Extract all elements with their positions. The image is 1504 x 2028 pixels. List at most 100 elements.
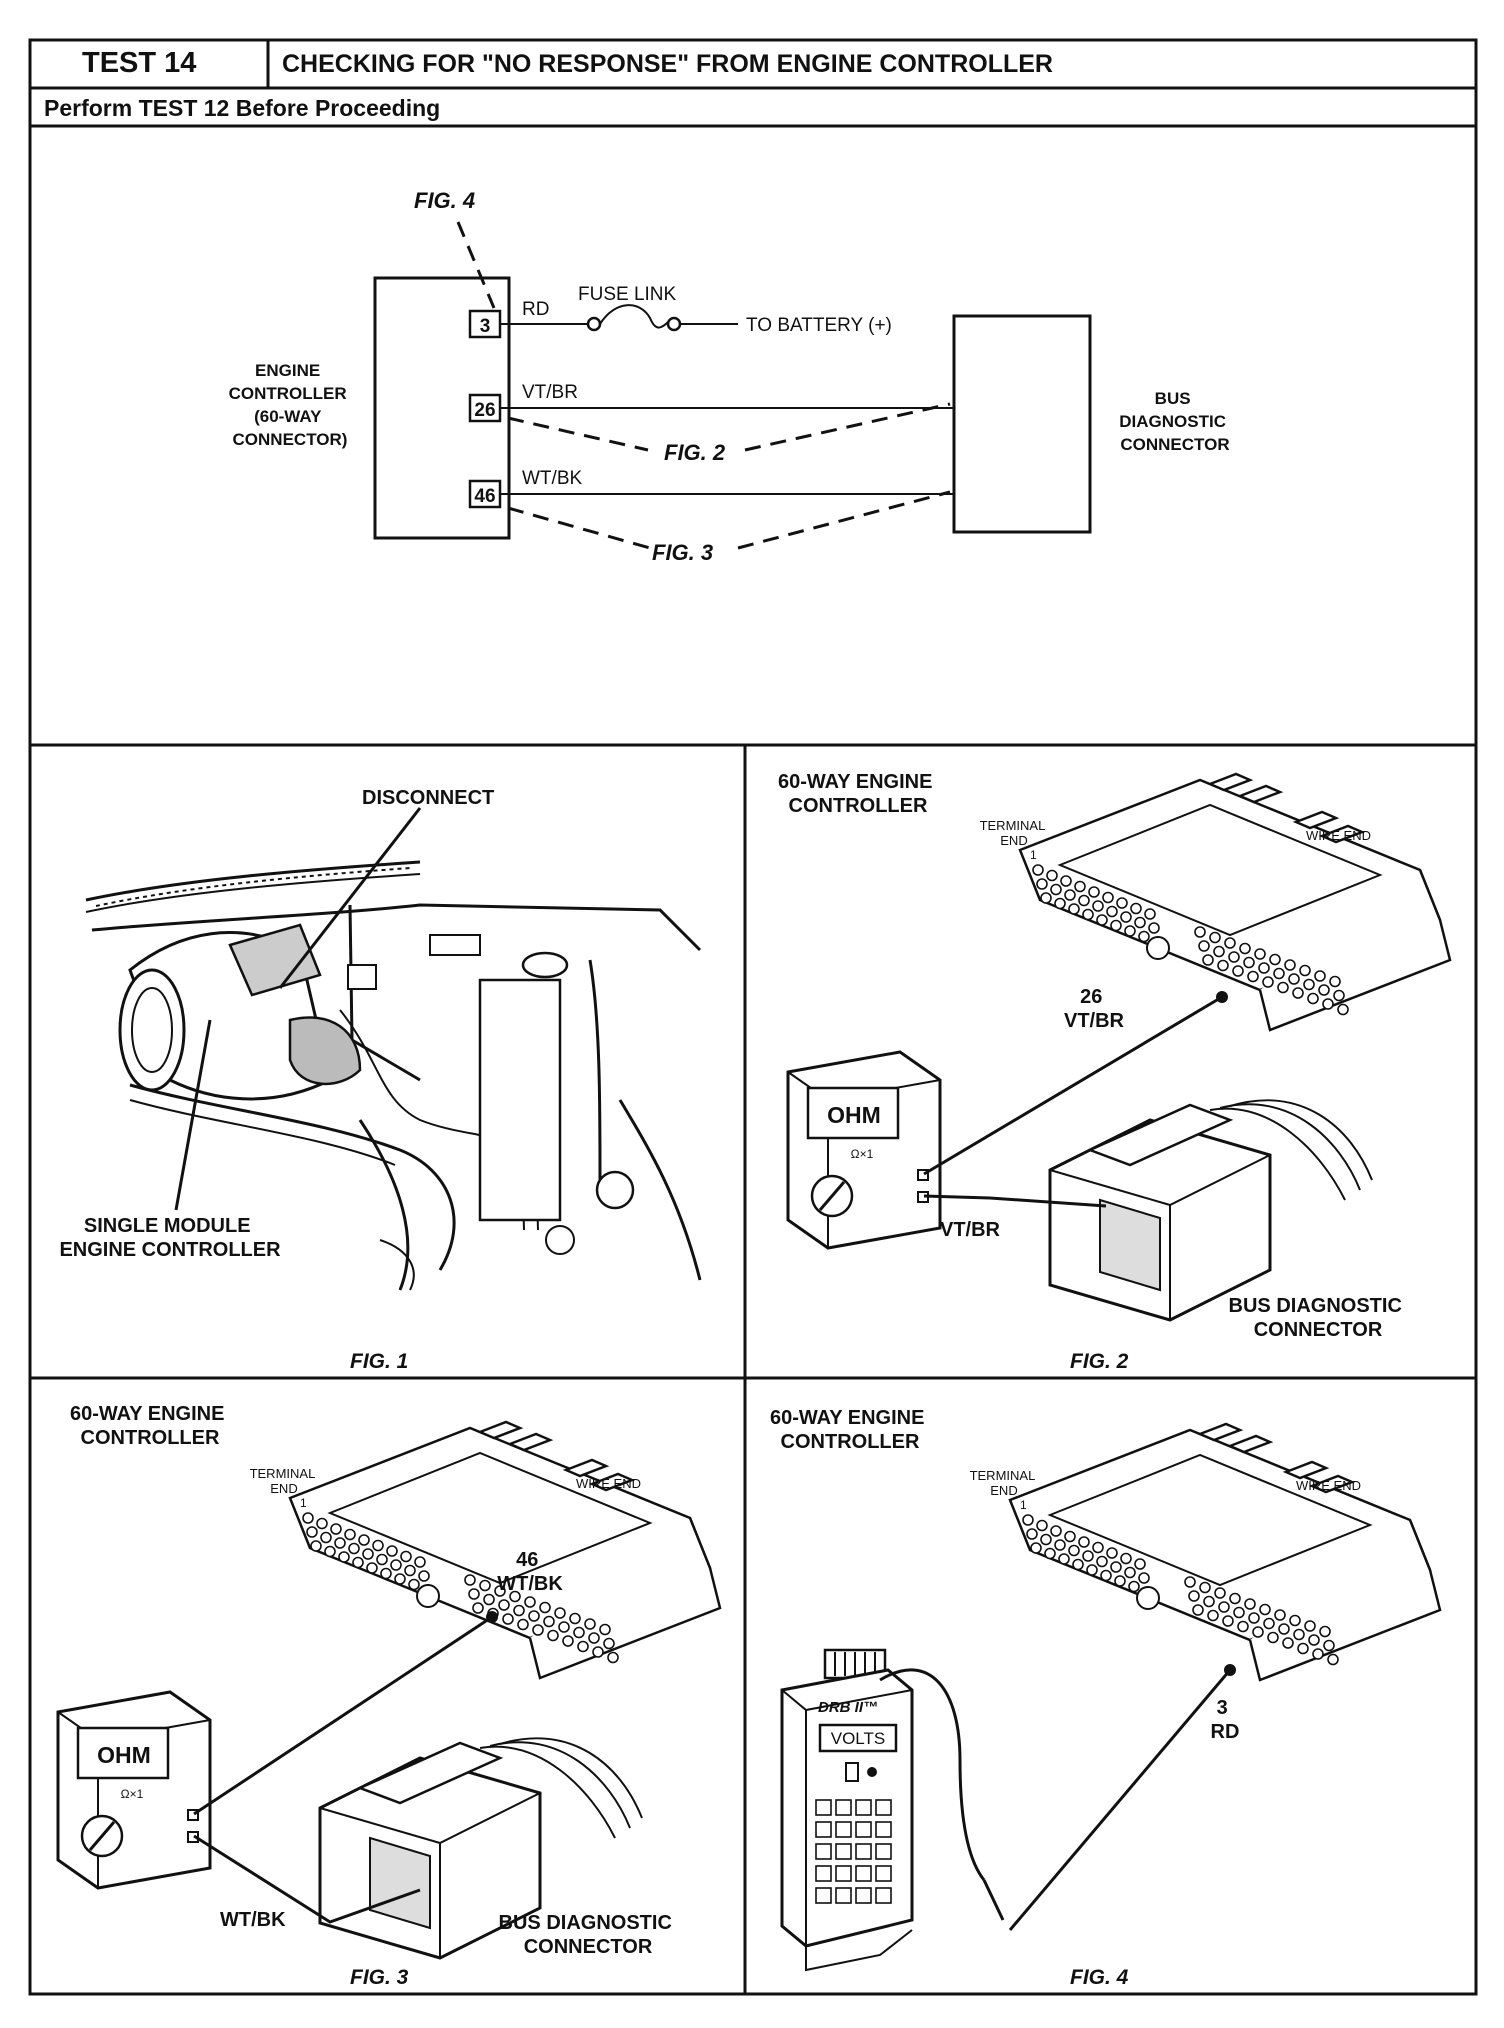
connector-pin-hole — [1254, 948, 1266, 960]
keypad-key — [855, 1799, 872, 1816]
connector-pin-hole — [1032, 864, 1044, 876]
connector-pin-hole — [1026, 1528, 1038, 1540]
connector-pin-hole — [380, 1567, 392, 1580]
connector-pin-hole — [1054, 897, 1066, 910]
connector-pin-hole — [554, 1607, 566, 1619]
connector-pin-hole — [1224, 937, 1236, 949]
bus-connector-label-line: CONNECTOR — [1120, 435, 1229, 454]
keypad-key — [855, 1843, 872, 1860]
connector-pin-hole — [1278, 1623, 1290, 1635]
fig2-terminal-end-line: END — [1000, 833, 1027, 848]
connector-pin-hole — [1333, 989, 1345, 1002]
connector-pin-hole — [479, 1579, 491, 1592]
fig3-controller-label-line: CONTROLLER — [81, 1427, 220, 1449]
connector-top-panel — [327, 1451, 653, 1585]
connector-pin-hole — [1314, 970, 1326, 982]
disconnect-label: DISCONNECT — [362, 787, 494, 809]
connector-pin-hole — [1124, 1566, 1136, 1579]
connector-latch — [588, 1472, 636, 1492]
connector-latch — [1236, 784, 1284, 804]
connector-pin-hole — [352, 1556, 364, 1569]
fig4-tester-display: VOLTS — [831, 1729, 885, 1748]
fuse-link-terminal-left — [586, 316, 602, 332]
connector-pin-hole — [1050, 883, 1062, 896]
fuse-link-symbol — [599, 304, 669, 329]
connector-pin-hole — [1322, 998, 1334, 1010]
connector-pin-hole — [1192, 1604, 1204, 1616]
connector-pin-hole — [1188, 1590, 1200, 1602]
keypad-key — [835, 1887, 852, 1904]
connector-pin-hole — [1259, 1603, 1271, 1616]
fig2-controller-label-line: CONTROLLER — [789, 795, 928, 817]
connector-pin-hole — [1273, 967, 1285, 980]
fig3-engine-controller-connector — [288, 1420, 722, 1680]
fig3-controller-label: 60-WAY ENGINE CONTROLLER — [70, 1403, 230, 1449]
fig2-caption: FIG. 2 — [1070, 1350, 1129, 1373]
fig3-lead-label: WT/BK — [220, 1909, 286, 1931]
connector-pin-hole — [1044, 1547, 1056, 1560]
connector-pin-hole — [1213, 945, 1225, 958]
connector-pin-hole — [1040, 892, 1052, 904]
wire-color-wt-bk: WT/BK — [522, 468, 582, 489]
fig4-terminal-end-line: TERMINAL — [970, 1468, 1036, 1483]
fig2-terminal-one: 1 — [1030, 848, 1037, 862]
keypad-key — [875, 1821, 892, 1838]
keypad-key — [815, 1821, 832, 1838]
keypad-key — [835, 1843, 852, 1860]
bus-connector-label: BUS DIAGNOSTIC CONNECTOR — [1119, 389, 1230, 454]
connector-pin-hole — [1263, 1617, 1275, 1630]
connector-pin-hole — [1199, 1581, 1211, 1594]
connector-pin-hole — [1207, 1609, 1219, 1622]
connector-pin-hole — [547, 1629, 559, 1642]
connector-pin-hole — [1327, 1653, 1339, 1666]
connector-pin-hole — [348, 1542, 360, 1555]
keypad-key — [875, 1843, 892, 1860]
fig4-caption: FIG. 4 — [1070, 1966, 1129, 1989]
fig2-meter-display: OHM — [827, 1102, 881, 1128]
connector-pin-hole — [1243, 956, 1255, 969]
connector-pin-hole — [1046, 869, 1058, 882]
connector-pin-hole — [1299, 964, 1311, 977]
connector-latch — [1318, 824, 1366, 844]
connector-pin-hole — [316, 1517, 328, 1530]
pin-number-3: 3 — [480, 316, 491, 337]
fig2-controller-label-line: 60-WAY ENGINE — [778, 771, 933, 793]
fig4-pin-label-line: RD — [1211, 1721, 1240, 1743]
connector-pin-hole — [562, 1635, 574, 1647]
bus-diagnostic-box — [952, 314, 1092, 534]
bus-connector-label-line: BUS — [1155, 389, 1191, 408]
connector-pin-hole — [310, 1540, 322, 1552]
connector-pin-hole — [1060, 875, 1072, 887]
connector-latch — [506, 1432, 554, 1452]
fuse-link-label: FUSE LINK — [578, 284, 677, 305]
connector-pin-hole — [1036, 1519, 1048, 1532]
connector-pin-hole — [1202, 954, 1214, 966]
connector-pin-hole — [1144, 908, 1156, 920]
connector-pin-hole — [532, 1624, 544, 1636]
connector-pin-hole — [1064, 889, 1076, 901]
connector-pin-hole — [528, 1610, 540, 1622]
fig3-controller-label-line: 60-WAY ENGINE — [70, 1403, 225, 1425]
connector-pin-hole — [1030, 1542, 1042, 1554]
connector-pin-hole — [1106, 905, 1118, 918]
connector-pin-hole — [539, 1601, 551, 1614]
fig3-probe-lead-bus — [193, 1834, 421, 1924]
connector-pin-hole — [1116, 897, 1128, 909]
connector-center-post — [1146, 936, 1170, 960]
fig4-engine-controller-connector — [1008, 1422, 1442, 1682]
connector-pin-hole — [1054, 1539, 1066, 1551]
engine-controller-label-line: (60-WAY — [254, 407, 322, 426]
connector-pin-hole — [1102, 891, 1114, 904]
connector-pin-hole — [418, 1570, 430, 1582]
engine-controller-label: ENGINE CONTROLLER (60-WAY CONNECTOR) — [229, 361, 352, 449]
fig4-test-probe — [982, 1879, 1005, 1921]
keypad-key — [815, 1865, 832, 1882]
connector-pin-hole — [1217, 959, 1229, 972]
wiring-schematic: 3 26 46 FIG. 4 FIG. 2 FIG. 3 RD VT/BR WT… — [229, 188, 1230, 565]
connector-pin-hole — [1138, 930, 1150, 943]
connector-pin-hole — [1228, 951, 1240, 963]
fig3-caption: FIG. 3 — [350, 1966, 409, 1989]
keypad-key — [875, 1865, 892, 1882]
connector-pin-hole — [1329, 975, 1341, 988]
